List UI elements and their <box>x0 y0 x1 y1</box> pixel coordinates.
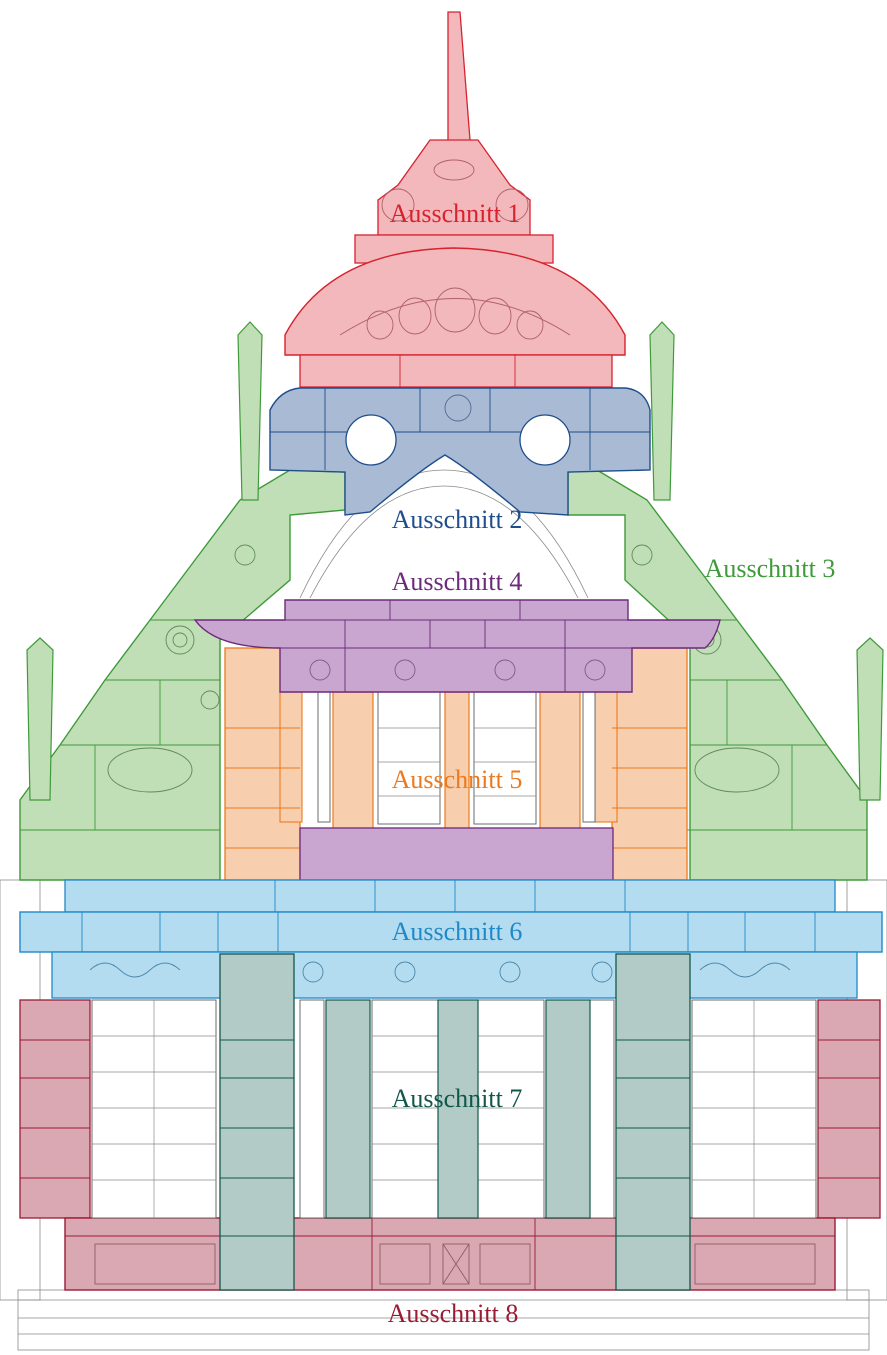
section-6-main-cornice <box>19 911 883 953</box>
section-7-column-1 <box>325 999 371 1219</box>
section-1-spire <box>437 11 481 146</box>
section-3-obelisk-left-outer <box>26 637 54 801</box>
section-1-region <box>284 11 626 388</box>
label-ausschnitt-3: Ausschnitt 3 <box>705 554 836 583</box>
section-7-column-2 <box>437 999 479 1219</box>
label-ausschnitt-4: Ausschnitt 4 <box>392 567 523 596</box>
section-labels: Ausschnitt 1 Ausschnitt 2 Ausschnitt 3 A… <box>388 199 836 1328</box>
section-3-region <box>19 321 884 881</box>
section-6-region <box>19 879 883 999</box>
lower-windows <box>91 999 817 1219</box>
section-4-region <box>193 599 721 881</box>
section-6-upper-cornice <box>64 879 836 913</box>
section-8-right-pier <box>817 999 881 1219</box>
section-2-oculus-left <box>345 414 397 466</box>
section-7-region <box>219 953 691 1291</box>
section-7-right-pier <box>615 953 691 1291</box>
label-ausschnitt-1: Ausschnitt 1 <box>390 199 521 228</box>
section-6-frieze <box>51 951 858 999</box>
section-1-frieze <box>299 354 613 388</box>
section-4-base <box>299 827 614 881</box>
section-2-region <box>269 387 651 516</box>
label-ausschnitt-5: Ausschnitt 5 <box>392 765 523 794</box>
label-ausschnitt-2: Ausschnitt 2 <box>392 505 523 534</box>
section-2-oculus-right <box>519 414 571 466</box>
section-4-entablature <box>193 599 721 693</box>
label-ausschnitt-8: Ausschnitt 8 <box>388 1299 519 1328</box>
section-1-arch-pediment <box>284 247 626 356</box>
section-3-obelisk-right-inner <box>649 321 675 501</box>
section-3-obelisk-left-inner <box>237 321 263 501</box>
section-8-left-pier <box>19 999 91 1219</box>
section-3-obelisk-right-outer <box>856 637 884 801</box>
label-ausschnitt-7: Ausschnitt 7 <box>392 1084 523 1113</box>
section-8-region <box>19 999 881 1291</box>
section-7-left-pier <box>219 953 295 1291</box>
upper-windows <box>317 691 596 825</box>
section-7-column-3 <box>545 999 591 1219</box>
label-ausschnitt-6: Ausschnitt 6 <box>392 917 523 946</box>
